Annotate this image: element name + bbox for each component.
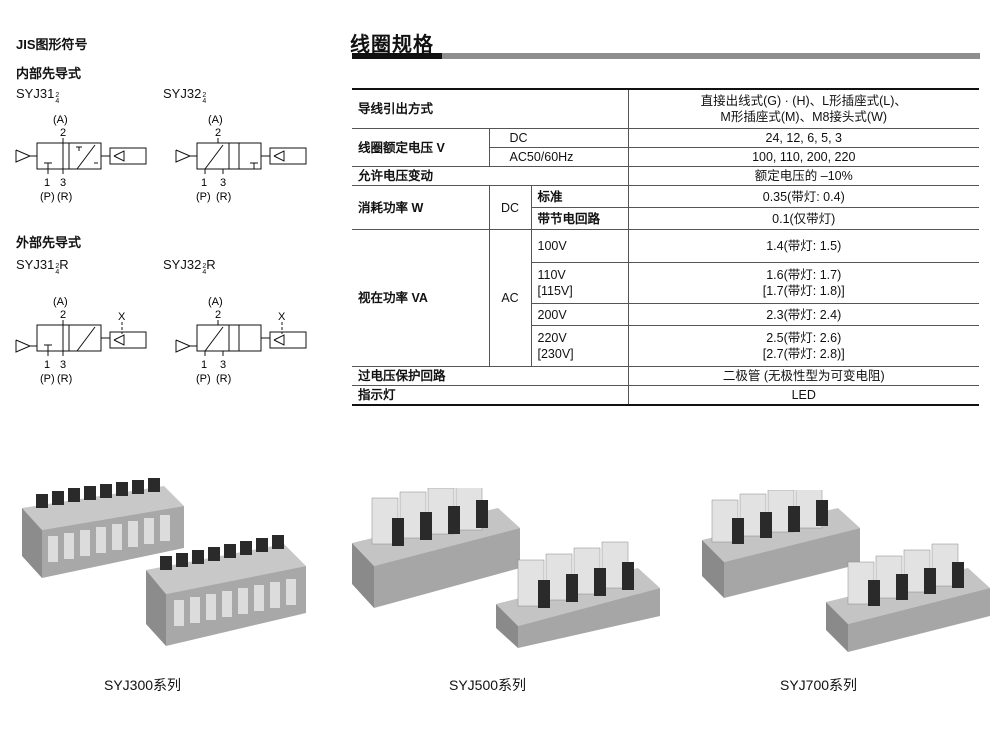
rated-voltage-ac: AC50/60Hz: [489, 147, 629, 167]
coil-spec-table: 导线引出方式 直接出线式(G) · (H)、L形插座式(L)、M形插座式(M)、…: [352, 88, 979, 406]
svg-text:(A): (A): [53, 296, 68, 308]
surge-protection-label: 过电压保护回路: [352, 366, 629, 386]
table-row: 过电压保护回路 二极管 (无极性型为可变电阻): [352, 366, 979, 386]
valve-symbol-syj31r: (A) 2 X 1 3 (P) (R): [15, 296, 147, 385]
apparent-value-110: 1.6(带灯: 1.7)[1.7(带灯: 1.8)]: [627, 262, 979, 304]
coil-spec-title: 线圈规格: [350, 34, 434, 56]
title-underline-accent: [352, 53, 442, 59]
voltage-fluctuation-label: 允许电压变动: [352, 166, 629, 186]
indicator-light-value: LED: [627, 385, 979, 406]
svg-text:X: X: [278, 311, 286, 323]
svg-text:(P): (P): [40, 191, 55, 203]
svg-text:(A): (A): [53, 114, 68, 126]
power-standard-value: 0.35(带灯: 0.4): [627, 185, 979, 208]
apparent-power-ac: AC: [488, 229, 532, 367]
power-consumption-label: 消耗功率 W: [352, 185, 490, 230]
svg-text:X: X: [118, 311, 126, 323]
svg-text:3: 3: [220, 177, 226, 189]
lead-wire-value: 直接出线式(G) · (H)、L形插座式(L)、M形插座式(M)、M8接头式(W…: [627, 89, 979, 129]
svg-text:2: 2: [60, 127, 66, 139]
apparent-value-220: 2.5(带灯: 2.6)[2.7(带灯: 2.8)]: [627, 325, 979, 367]
table-row: 带节电回路 0.1(仅带灯): [352, 207, 979, 230]
svg-text:1: 1: [201, 359, 207, 371]
svg-text:3: 3: [60, 359, 66, 371]
rated-voltage-dc-value: 24, 12, 6, 5, 3: [627, 128, 979, 148]
power-consumption-dc: DC: [488, 185, 532, 230]
rated-voltage-label: 线圈额定电压 V: [352, 128, 490, 167]
external-pilot-heading: 外部先导式: [16, 235, 82, 250]
rated-voltage-ac-value: 100, 110, 200, 220: [627, 147, 979, 167]
voltage-fluctuation-value: 额定电压的 –10%: [627, 166, 979, 186]
svg-text:(R): (R): [216, 191, 231, 203]
product-photo-syj500: [352, 488, 660, 648]
svg-text:1: 1: [44, 359, 50, 371]
valve-symbol-syj32r: (A) 2 X 1 3 (P) (R): [175, 296, 307, 385]
svg-text:(P): (P): [40, 373, 55, 385]
svg-text:(R): (R): [216, 373, 231, 385]
apparent-value-100: 1.4(带灯: 1.5): [627, 229, 979, 263]
table-row: 指示灯 LED: [352, 385, 979, 406]
svg-text:(R): (R): [57, 373, 72, 385]
table-row: 线圈额定电压 V DC 24, 12, 6, 5, 3: [352, 128, 979, 167]
title-underline: [352, 53, 980, 59]
jis-title: JIS图形符号: [16, 37, 88, 52]
svg-text:2: 2: [60, 309, 66, 321]
caption-syj500: SYJ500系列: [449, 677, 527, 693]
svg-text:2: 2: [215, 127, 221, 139]
svg-text:(A): (A): [208, 296, 223, 308]
table-row: 导线引出方式 直接出线式(G) · (H)、L形插座式(L)、M形插座式(M)、…: [352, 89, 979, 129]
table-row: 消耗功率 W DC 标准 0.35(带灯: 0.4): [352, 185, 979, 230]
svg-text:3: 3: [220, 359, 226, 371]
surge-protection-value: 二极管 (无极性型为可变电阻): [627, 366, 979, 386]
table-row: AC50/60Hz 100, 110, 200, 220: [352, 147, 979, 167]
lead-wire-label: 导线引出方式: [352, 89, 629, 129]
valve-symbol-syj31: (A) 2 1 3 (P) (R): [15, 114, 147, 203]
apparent-power-label: 视在功率 VA: [352, 229, 490, 367]
svg-text:(P): (P): [196, 191, 211, 203]
svg-text:(A): (A): [208, 114, 223, 126]
apparent-voltage-200: 200V: [531, 303, 629, 326]
product-photo-syj300: [22, 478, 306, 646]
svg-text:2: 2: [215, 309, 221, 321]
svg-text:(R): (R): [57, 191, 72, 203]
apparent-voltage-110: 110V[115V]: [531, 262, 629, 304]
rated-voltage-dc: DC: [488, 128, 629, 148]
svg-text:1: 1: [44, 177, 50, 189]
svg-text:3: 3: [60, 177, 66, 189]
table-row: 110V[115V] 1.6(带灯: 1.7)[1.7(带灯: 1.8)]: [352, 262, 979, 304]
caption-syj700: SYJ700系列: [780, 677, 858, 693]
apparent-value-200: 2.3(带灯: 2.4): [627, 303, 979, 326]
caption-syj300: SYJ300系列: [104, 677, 182, 693]
indicator-light-label: 指示灯: [352, 385, 629, 406]
apparent-voltage-220: 220V[230V]: [531, 325, 629, 367]
product-photo-syj700: [702, 490, 990, 652]
svg-text:1: 1: [201, 177, 207, 189]
valve-symbol-syj32: (A) 2 1 3 (P) (R): [175, 114, 307, 203]
power-standard-label: 标准: [530, 185, 629, 208]
power-saving-value: 0.1(仅带灯): [627, 207, 979, 230]
table-row: 视在功率 VA AC 100V 1.4(带灯: 1.5): [352, 229, 979, 367]
svg-text:(P): (P): [196, 373, 211, 385]
power-saving-label: 带节电回路: [531, 207, 629, 230]
apparent-voltage-100: 100V: [530, 229, 629, 263]
internal-pilot-heading: 内部先导式: [16, 66, 82, 81]
table-row: 允许电压变动 额定电压的 –10%: [352, 166, 979, 186]
